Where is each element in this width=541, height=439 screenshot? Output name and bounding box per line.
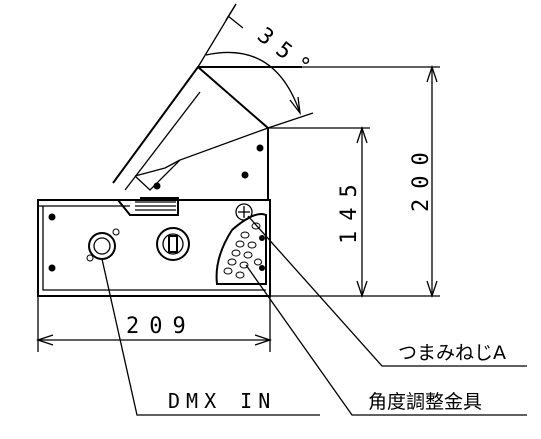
height-total-label: 200 bbox=[409, 142, 434, 212]
center-knob bbox=[156, 227, 190, 261]
leader-lines bbox=[101, 215, 527, 416]
screw-icon bbox=[48, 264, 56, 272]
knob-screw-label: つまみねじA bbox=[398, 342, 506, 364]
angle-bracket-label: 角度調整金具 bbox=[368, 391, 482, 413]
screw-icon bbox=[259, 235, 265, 241]
screw-icon bbox=[256, 144, 264, 152]
dmx-in-label: DMX IN bbox=[168, 389, 276, 413]
height-body-label: 145 bbox=[337, 174, 362, 244]
screw-icon bbox=[241, 171, 249, 179]
tilted-head bbox=[112, 66, 302, 271]
angle-adjustment-bracket bbox=[215, 213, 267, 285]
screw-icon bbox=[153, 182, 161, 190]
screw-icon bbox=[259, 265, 265, 271]
width-label: 209 bbox=[126, 314, 196, 339]
hinge-latch bbox=[117, 197, 179, 216]
angle-dimension-label: 35° bbox=[252, 23, 322, 86]
screw-icon bbox=[48, 213, 56, 221]
dmx-in-connector bbox=[86, 228, 120, 262]
dimension-lines bbox=[35, 3, 440, 352]
